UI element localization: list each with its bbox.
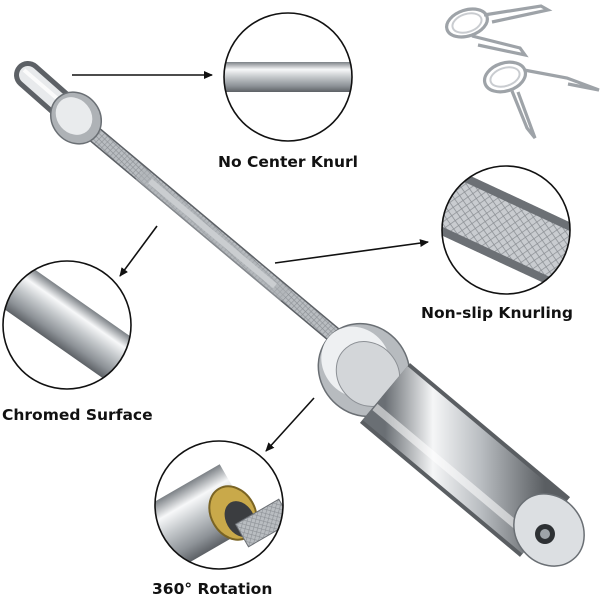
arrow-to-rotation — [265, 397, 315, 452]
detail-chrome-surface — [2, 260, 132, 390]
detail-knurling — [441, 165, 571, 295]
spring-collar-clips — [445, 4, 600, 139]
callout-arrows — [72, 71, 429, 452]
arrow-to-knurling — [274, 239, 429, 264]
label-no-center-knurl: No Center Knurl — [218, 153, 358, 171]
label-360-rotation: 360° Rotation — [152, 580, 273, 598]
label-chromed-surface: Chromed Surface — [2, 406, 153, 424]
barbell — [14, 61, 585, 567]
detail-smooth-center — [223, 12, 353, 142]
detail-rotation-bearing — [154, 440, 284, 570]
arrow-to-chrome — [119, 225, 158, 277]
label-non-slip-knurling: Non-slip Knurling — [421, 304, 573, 322]
